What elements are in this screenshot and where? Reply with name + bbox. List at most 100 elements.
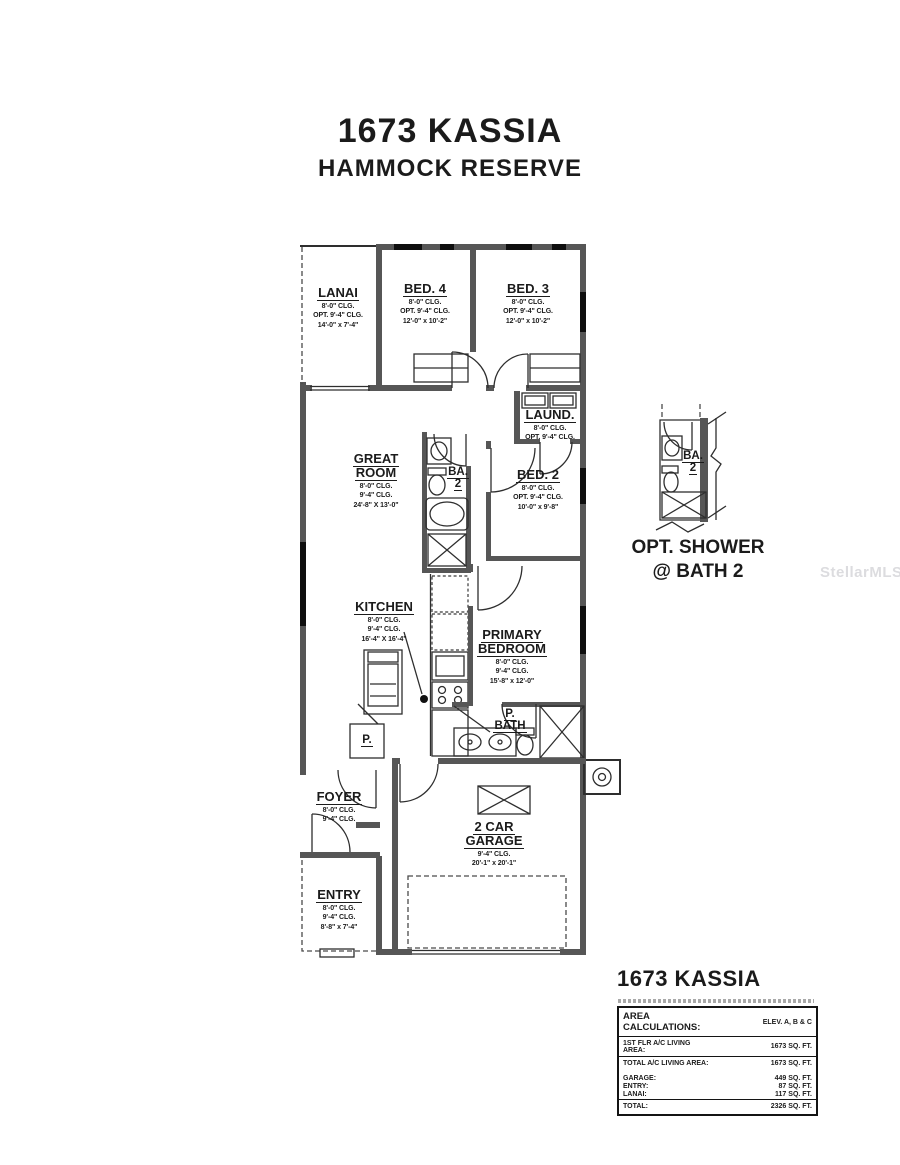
room-name: LANAI	[317, 285, 359, 301]
washer-icon	[521, 392, 549, 409]
row-value: 117 SQ. FT.	[717, 1090, 817, 1100]
front-door-arc	[311, 813, 351, 853]
room-label-bed2: BED. 2 8'-0" CLG.OPT. 9'-4" CLG.10'-0" x…	[513, 467, 563, 511]
room-name: 2 CAR	[473, 819, 515, 835]
room-label-great-room: GREAT ROOM 8'-0" CLG.9'-4" CLG.24'-8" X …	[352, 451, 400, 509]
room-name: BA.	[447, 466, 469, 479]
row-value: 449 SQ. FT.	[774, 1075, 812, 1082]
sink-icon	[661, 435, 683, 461]
room-name: KITCHEN	[354, 599, 414, 615]
summary-heading: 1673 KASSIA	[617, 966, 761, 991]
break-squiggle	[655, 521, 705, 533]
room-label-foyer: FOYER 8'-0" CLG.9'-4" CLG.	[315, 789, 363, 824]
row-label: TOTAL:	[623, 1102, 649, 1110]
room-name: P.	[504, 708, 516, 721]
row-label: TOTAL A/C LIVING AREA:	[623, 1059, 709, 1067]
header-value: ELEV. A, B & C	[717, 1007, 817, 1037]
room-name: BA.	[682, 450, 704, 463]
toilet-icon	[427, 467, 447, 496]
room-name: LAUND.	[524, 407, 576, 423]
room-label-pantry: P.	[354, 734, 380, 747]
kitchen-island	[363, 649, 403, 715]
table-header-row: AREA CALCULATIONS: ELEV. A, B & C	[618, 1007, 817, 1037]
table-row-total-ac: TOTAL A/C LIVING AREA: 1673 SQ. FT.	[618, 1057, 817, 1075]
room-name: P.	[361, 734, 373, 747]
primary-bath-room	[452, 702, 586, 759]
community-name: HAMMOCK RESERVE	[318, 155, 582, 182]
bath2-door-arc	[433, 433, 467, 467]
room-label-bed4: BED. 4 8'-0" CLG.OPT. 9'-4" CLG.12'-0" x…	[400, 281, 450, 325]
pantry-door	[357, 703, 379, 725]
row-value: 87 SQ. FT.	[778, 1083, 812, 1090]
row-value: 2326 SQ. FT.	[770, 1102, 812, 1110]
foyer-door-arc	[337, 769, 377, 809]
primary-bedroom-walls	[468, 564, 523, 706]
bed2-door-arc	[490, 447, 536, 493]
window	[394, 244, 422, 250]
room-name: GARAGE	[464, 833, 524, 850]
room-name: ENTRY	[316, 887, 362, 903]
bed3-door-arc	[493, 353, 529, 389]
bed4-door-arc	[451, 351, 489, 389]
room-label-garage: 2 CAR GARAGE 9'-4" CLG.20'-1" x 20'-1"	[464, 819, 524, 868]
room-name: BED. 4	[403, 281, 447, 297]
leader-dot	[420, 695, 428, 703]
dryer-icon	[549, 392, 577, 409]
pantry-closet	[349, 703, 385, 759]
bed2-walls	[486, 441, 586, 561]
room-name: BED. 2	[516, 467, 560, 483]
garage-parking-outline	[407, 875, 567, 949]
garage-area	[392, 758, 586, 955]
table-row-total: TOTAL: 2326 SQ. FT.	[618, 1099, 817, 1115]
room-label-primary-bath: P. BATH	[484, 708, 536, 734]
shower-icon	[539, 705, 585, 759]
attic-access-icon	[477, 785, 531, 815]
window	[580, 606, 586, 654]
entry-step	[319, 948, 355, 958]
linen-closet-icon	[427, 533, 467, 567]
detail-door-arc	[663, 421, 693, 451]
garage-entry-door-arc	[399, 763, 439, 803]
window	[580, 468, 586, 504]
room-name: BATH	[493, 720, 527, 734]
opt-shower-detail	[655, 404, 727, 533]
detail-caption-line2: @ BATH 2	[652, 560, 744, 582]
area-calculations-table: AREA CALCULATIONS: ELEV. A, B & C 1ST FL…	[617, 1006, 818, 1116]
room-label-kitchen: KITCHEN 8'-0" CLG.9'-4" CLG.16'-4" X 16'…	[354, 599, 414, 643]
room-name: FOYER	[315, 789, 363, 805]
room-name: GREAT	[352, 451, 400, 467]
break-line	[710, 418, 722, 520]
table-row-entry: ENTRY: 87 SQ. FT.	[618, 1083, 817, 1091]
room-label-primary-bedroom: PRIMARY BEDROOM 8'-0" CLG.9'-4" CLG.15'-…	[477, 627, 547, 685]
laundry-door-arc	[539, 441, 573, 475]
water-heater-icon	[583, 759, 621, 795]
detail-bath-label: BA. 2	[676, 450, 710, 476]
room-name: PRIMARY	[481, 627, 543, 643]
header-label: AREA CALCULATIONS:	[618, 1007, 718, 1037]
plan-name: 1673 KASSIA	[337, 112, 563, 150]
laundry-room	[514, 391, 586, 475]
bath2-room	[422, 432, 471, 573]
room-name: ROOM	[354, 465, 398, 482]
window	[300, 542, 306, 626]
detail-caption-line1: OPT. SHOWER	[631, 537, 765, 558]
room-label-lanai: LANAI 8'-0" CLG.OPT. 9'-4" CLG.14'-0" x …	[313, 285, 363, 329]
bedroom-wing-walls	[300, 244, 586, 391]
table-row-first-floor: 1ST FLR A/C LIVING AREA: 1673 SQ. FT.	[618, 1036, 817, 1057]
counter	[431, 709, 469, 757]
room-label-bath2: BA. 2	[440, 466, 476, 492]
primary-door-arc	[477, 565, 523, 611]
upper-cabinet	[431, 575, 469, 613]
shower-icon	[661, 491, 707, 519]
sink-icon	[426, 437, 452, 465]
tub-icon	[425, 497, 469, 531]
row-label: 1ST FLR A/C LIVING AREA:	[618, 1036, 718, 1057]
row-label: ENTRY:	[623, 1083, 649, 1090]
room-name: BEDROOM	[477, 641, 547, 658]
room-name: 2	[453, 478, 463, 492]
row-value: 1673 SQ. FT.	[770, 1059, 812, 1067]
fine-print-line	[618, 999, 814, 1003]
plan-title: 1673 KASSIA HAMMOCK RESERVE	[0, 112, 900, 183]
detail-caption: OPT. SHOWER @ BATH 2	[620, 536, 776, 584]
window	[506, 244, 532, 250]
